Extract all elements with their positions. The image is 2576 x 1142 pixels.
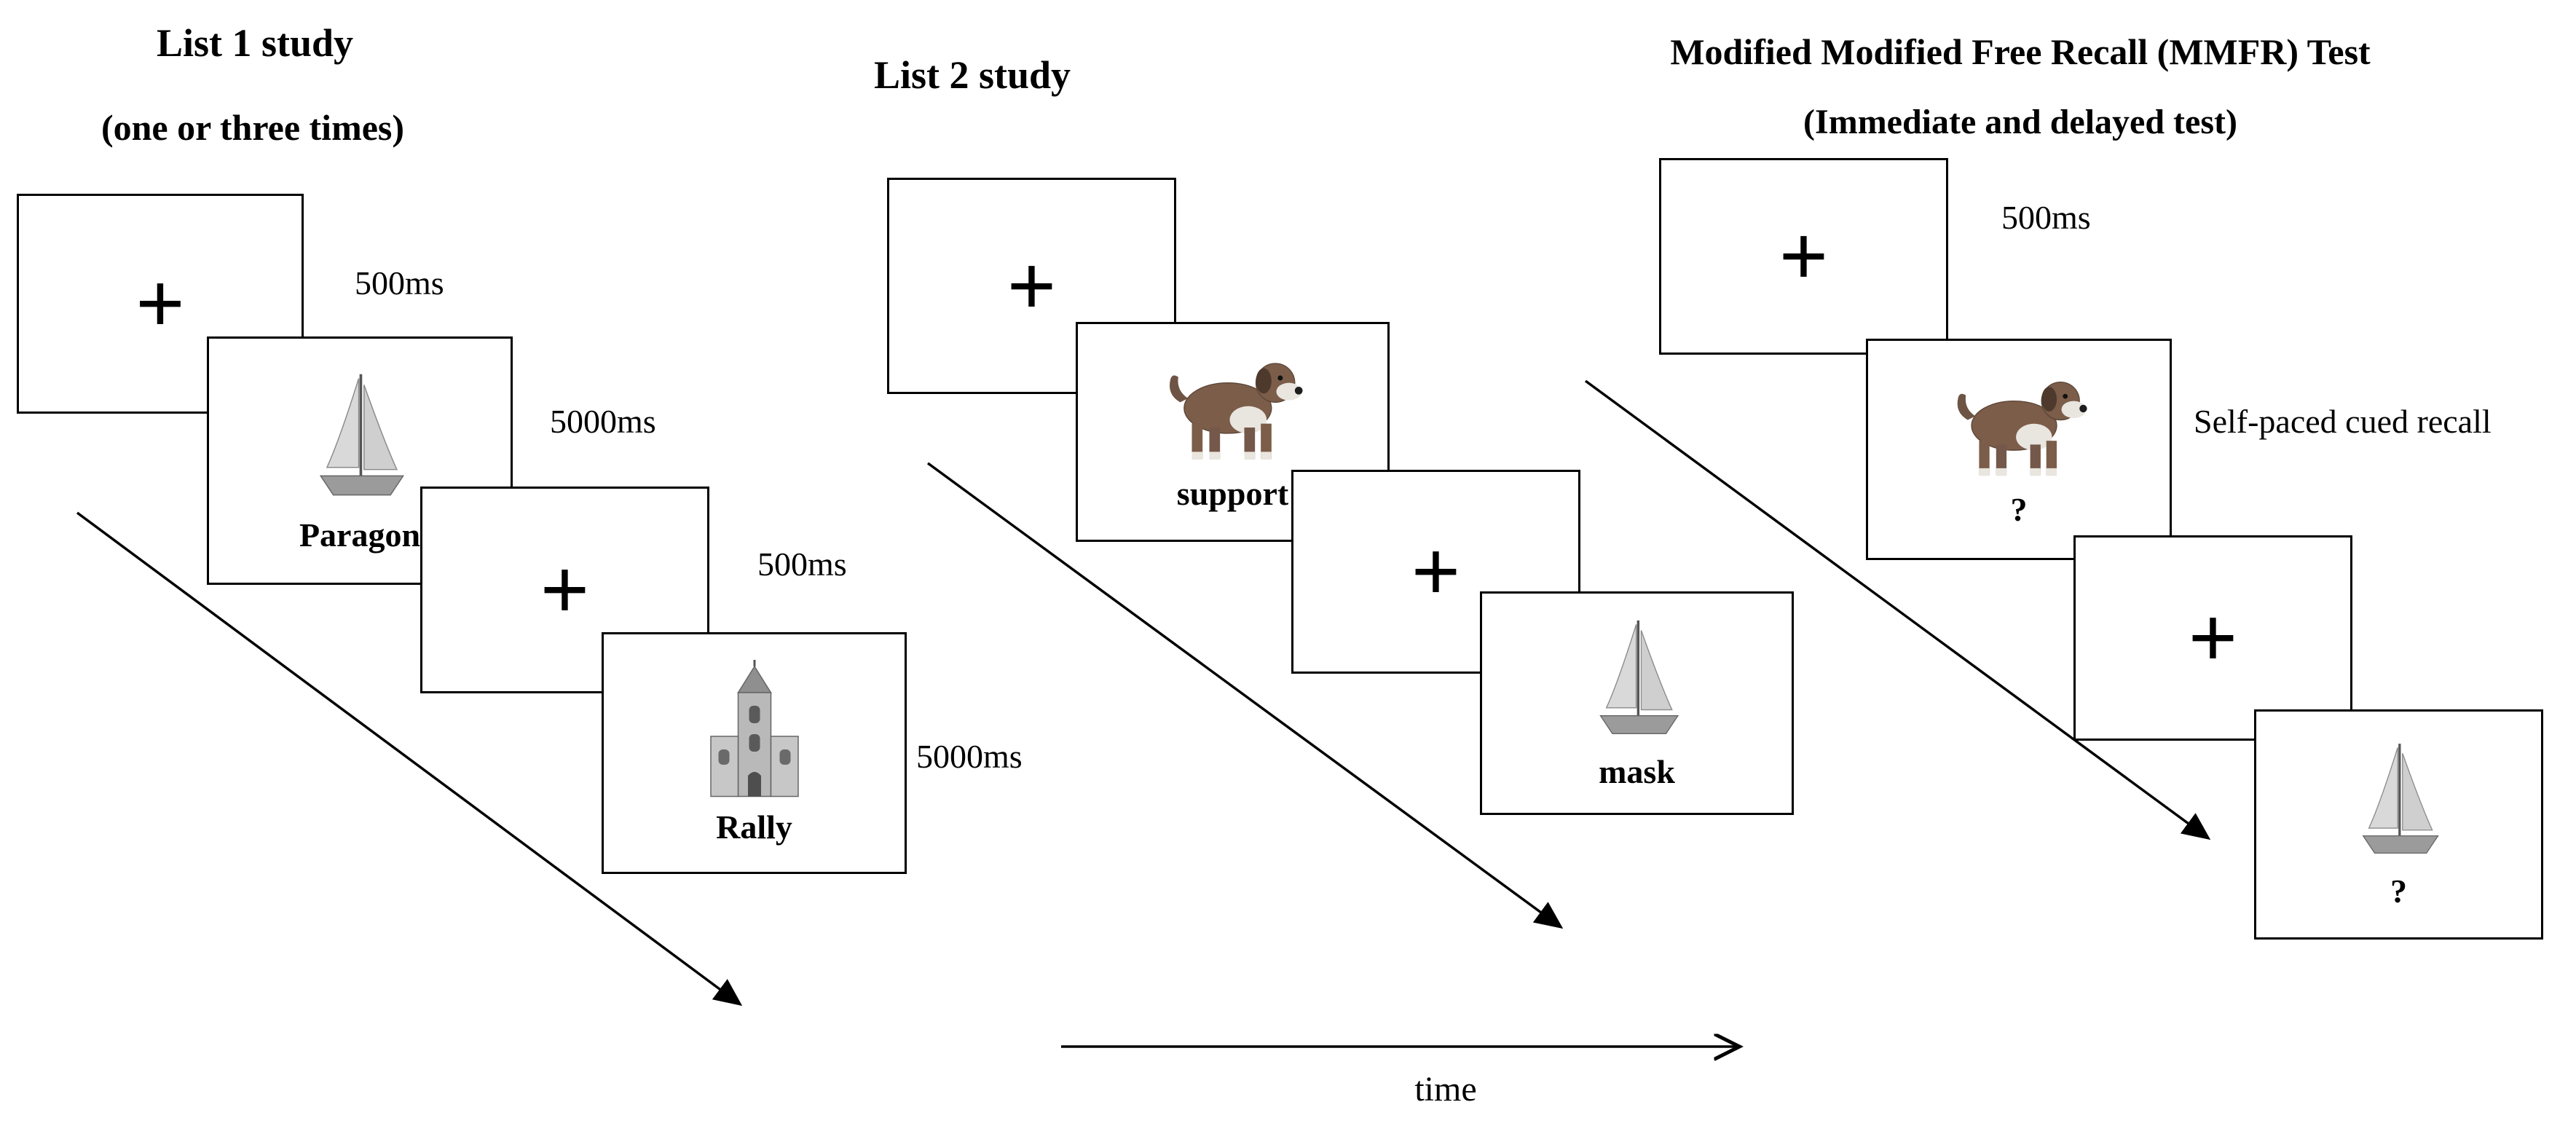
stimulus-screen: mask <box>1480 591 1794 815</box>
fixation-cross: + <box>1779 208 1829 304</box>
time-label: time <box>1414 1070 1477 1108</box>
stimulus-screen: ? <box>1866 339 2172 560</box>
recall-annotation: Self-paced cued recall <box>2194 403 2492 440</box>
stimulus-word: Paragon <box>299 516 421 554</box>
stimulus-screen: ? <box>2254 709 2543 940</box>
duration-label: 500ms <box>2001 199 2091 236</box>
sailboat-image <box>2362 744 2439 854</box>
stimulus-word: ? <box>2390 873 2407 910</box>
panel-title-list1: List 1 study <box>156 21 354 65</box>
church-image <box>709 660 799 798</box>
panel-subtitle-list1: (one or three times) <box>101 107 405 148</box>
fixation-cross: + <box>2188 589 2238 686</box>
panel-subtitle-mmfr: (Immediate and delayed test) <box>1803 103 2237 141</box>
dog-image <box>1169 363 1303 460</box>
fixation-screen: + <box>887 178 1176 394</box>
fixation-screen: + <box>17 194 304 414</box>
stimulus-word: support <box>1176 474 1289 512</box>
duration-label: 500ms <box>355 264 444 302</box>
panel-title-mmfr: Modified Modified Free Recall (MMFR) Tes… <box>1670 31 2371 72</box>
duration-label: 5000ms <box>550 403 656 440</box>
panel-title-list2: List 2 study <box>873 53 1071 97</box>
fixation-cross: + <box>1007 237 1057 334</box>
fixation-screen: + <box>1659 158 1948 355</box>
stimulus-word: Rally <box>716 808 792 846</box>
stimulus-word: mask <box>1599 753 1675 791</box>
sailboat-image <box>319 374 404 496</box>
sailboat-image <box>1599 621 1679 735</box>
dog-image <box>1957 381 2087 476</box>
stimulus-word: ? <box>2010 490 2028 528</box>
fixation-cross: + <box>135 255 186 352</box>
fixation-cross: + <box>540 541 590 638</box>
fixation-cross: + <box>1411 523 1461 620</box>
duration-label: 500ms <box>757 546 847 583</box>
duration-label: 5000ms <box>916 738 1023 775</box>
stimulus-screen: Rally <box>602 632 907 874</box>
